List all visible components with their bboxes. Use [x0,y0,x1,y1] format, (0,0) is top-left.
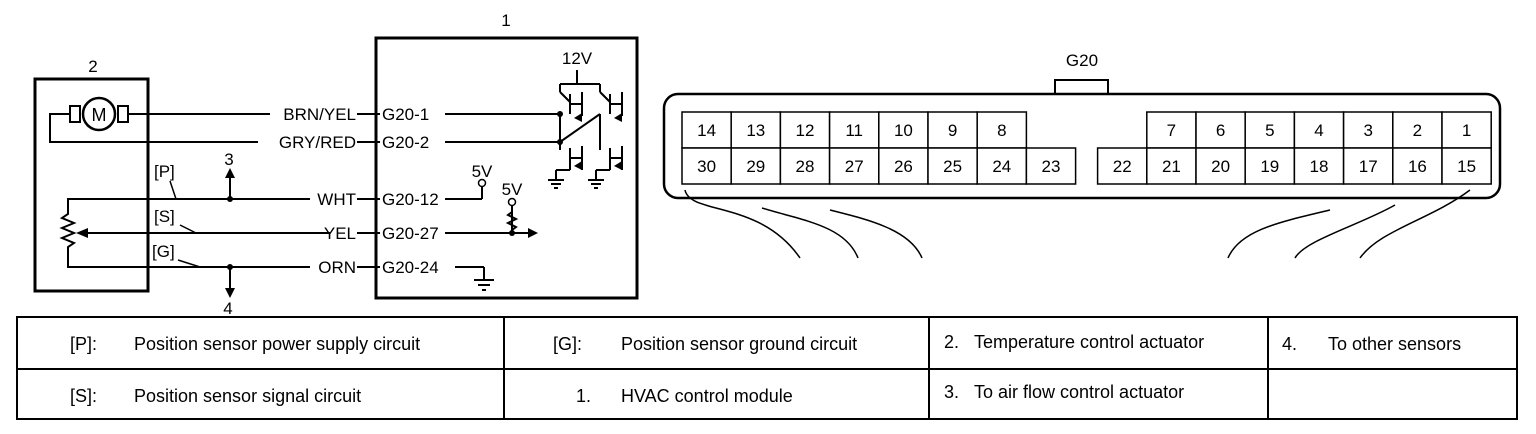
legend-2-text: Temperature control actuator [974,332,1205,352]
connector-pin-cell [1392,147,1443,185]
connector-pin-label: 12 [796,121,815,140]
connector-pin-label: 8 [997,121,1006,140]
connector-pin-label: 5 [1265,121,1274,140]
branch-label-p: [P] [154,162,175,181]
terminal-4: G20-27 [382,224,439,243]
legend-4-text: To other sensors [1328,334,1462,354]
wire-color-5: ORN [318,258,356,277]
connector-pin-cell [927,147,978,185]
connector-housing [662,92,1502,200]
connector-pin-cell [1244,111,1296,149]
legend-1-code: 1. [576,386,592,406]
connector-pin-label: 16 [1408,157,1427,176]
connector-pin-label: 14 [697,121,716,140]
connector-pin-label: 2 [1413,121,1422,140]
connector-pin-cell [1195,147,1246,185]
connector-pin-label: 7 [1167,121,1176,140]
connector-pin-cell [1441,111,1492,149]
callout-actuator: 2 [88,57,97,76]
wire-color-2: GRY/RED [279,133,356,152]
legend-g-code: [G]: [553,334,583,354]
connector-pin-cell [1195,111,1246,149]
connector-pin-label: 10 [894,121,913,140]
legend-1-text: HVAC control module [621,386,793,406]
connector-pin-label: 27 [845,157,864,176]
module-internal-circuit [445,70,623,291]
supply-5v-b: 5V [502,180,523,199]
legend-p-text: Position sensor power supply circuit [134,334,421,354]
connector-pin-cell [730,111,782,149]
terminal-2: G20-2 [382,133,429,152]
connector-pin-label: 15 [1457,157,1476,176]
wire-color-4: YEL [324,224,356,243]
legend-4-code: 4. [1282,334,1298,354]
legend-p-code: [P]: [70,334,98,354]
branch-label-s: [S] [154,207,175,226]
connector-pin-label: 22 [1113,157,1132,176]
callout-module: 1 [501,11,510,30]
splice-to-airflow [225,168,235,202]
connector-pin-label: 19 [1260,157,1279,176]
connector-pin-label: 6 [1216,121,1225,140]
connector-pin-cell [976,147,1028,185]
connector-pin-cell [828,147,880,185]
splice-to-others [225,264,235,298]
branch-label-g: [G] [152,242,175,261]
connector-pin-cell [681,111,732,149]
connector-pin-label: 24 [992,157,1011,176]
connector-pin-label: 1 [1462,121,1471,140]
connector-pin-label: 18 [1310,157,1329,176]
motor-symbol: M [49,96,270,143]
connector-pin-cell [730,147,782,185]
connector-pin-label: 29 [746,157,765,176]
legend-3-text: To air flow control actuator [974,382,1185,402]
connector-pin-cell [779,147,831,185]
connector-pin-label: 26 [894,157,913,176]
connector-latch [1054,79,1109,95]
connector-pin-label: 20 [1211,157,1230,176]
connector-pin-cell [1244,147,1296,185]
harness-curves [684,189,1471,259]
connector-pin-label: 11 [845,121,863,140]
potentiometer-symbol [59,198,330,268]
callout-airflow: 3 [224,150,233,169]
connector-pin-label: 13 [746,121,765,140]
actuator-box [33,77,150,293]
connector-pin-label: 17 [1359,157,1378,176]
hvac-module-box [374,36,639,300]
legend-s-text: Position sensor signal circuit [134,386,362,406]
legend-s-code: [S]: [70,386,98,406]
legend-3-code: 3. [944,382,960,402]
wire-color-1: BRN/YEL [283,105,356,124]
supply-12v: 12V [562,49,593,68]
connector-name: G20 [1066,51,1098,70]
connector-pin-label: 30 [697,157,716,176]
terminal-3: G20-12 [382,190,439,209]
motor-letter: M [92,105,107,125]
connector-pin-label: 28 [796,157,815,176]
supply-5v-a: 5V [472,162,493,181]
connector-pin-label: 9 [948,121,957,140]
connector-pin-label: 21 [1162,157,1181,176]
connector-pin-cell [1025,147,1077,185]
terminal-5: G20-24 [382,258,439,277]
connector-pin-cell [1293,147,1345,185]
wire-color-3: WHT [317,190,356,209]
connector-pin-label: 3 [1363,121,1372,140]
connector-pin-label: 25 [943,157,962,176]
terminal-1: G20-1 [382,105,429,124]
connector-pin-cell [1441,147,1492,185]
connector-pin-cell [1342,111,1394,149]
connector-pin-cell [1392,111,1443,149]
legend-g-text: Position sensor ground circuit [621,334,858,354]
connector-pin-label: 23 [1042,157,1061,176]
connector-pin-label: 4 [1314,121,1323,140]
connector-pin-cell [681,147,732,185]
legend-table: [P]: Position sensor power supply circui… [16,316,1518,420]
callout-others: 4 [223,299,232,318]
legend-2-code: 2. [944,332,960,352]
